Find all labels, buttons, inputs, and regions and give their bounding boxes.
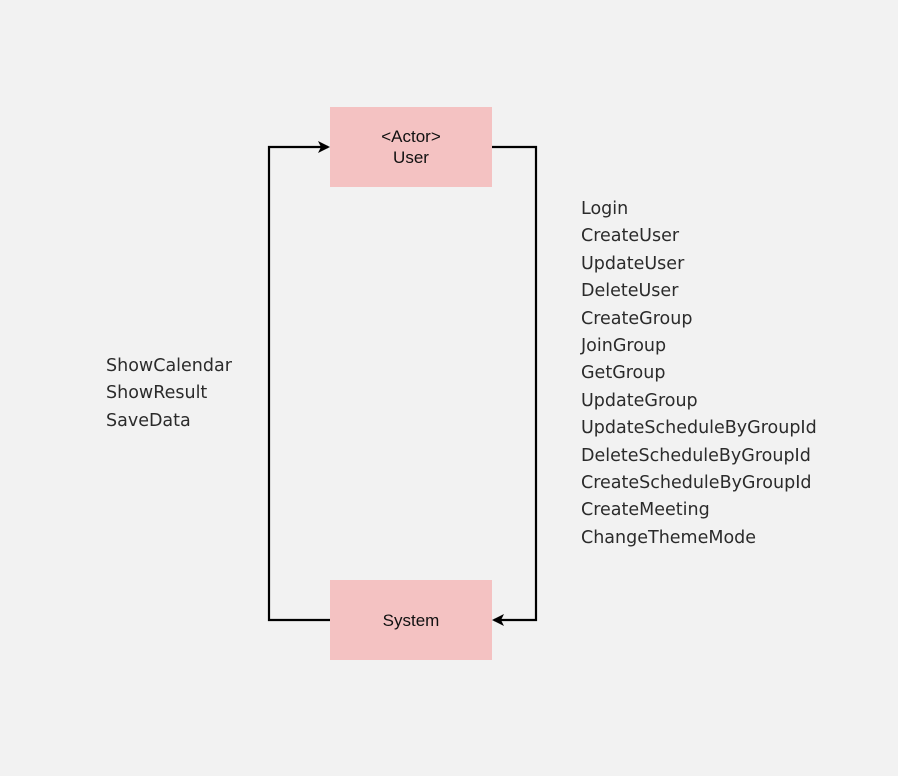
message-label: CreateMeeting: [581, 500, 710, 521]
message-label: Login: [581, 199, 629, 219]
system-to-user-messages: ShowCalendar ShowResult SaveData: [106, 353, 232, 435]
system-node: System: [330, 580, 492, 660]
actor-name-label: User: [393, 148, 429, 167]
connector-system-to-user: [267, 141, 330, 622]
user-to-system-messages: Login CreateUser UpdateUser DeleteUser C…: [581, 196, 817, 552]
message-label: ChangeThemeMode: [581, 527, 757, 548]
message-label: UpdateGroup: [581, 390, 698, 411]
message-label: ShowResult: [106, 383, 208, 404]
message-label: CreateScheduleByGroupId: [581, 473, 812, 494]
message-label: GetGroup: [581, 363, 666, 384]
message-label: ShowCalendar: [106, 356, 232, 376]
connector-user-to-system: [492, 145, 538, 626]
message-label: CreateGroup: [581, 308, 693, 329]
actor-user-node: <Actor> User: [330, 107, 492, 187]
message-label: JoinGroup: [581, 336, 667, 357]
message-label: DeleteScheduleByGroupId: [581, 445, 811, 466]
message-label: CreateUser: [581, 226, 680, 247]
message-label: DeleteUser: [581, 281, 679, 302]
actor-stereotype-label: <Actor>: [381, 127, 441, 146]
system-name-label: System: [382, 610, 440, 630]
message-label: UpdateUser: [581, 253, 685, 274]
message-label: UpdateScheduleByGroupId: [581, 418, 817, 439]
message-label: SaveData: [106, 410, 191, 431]
